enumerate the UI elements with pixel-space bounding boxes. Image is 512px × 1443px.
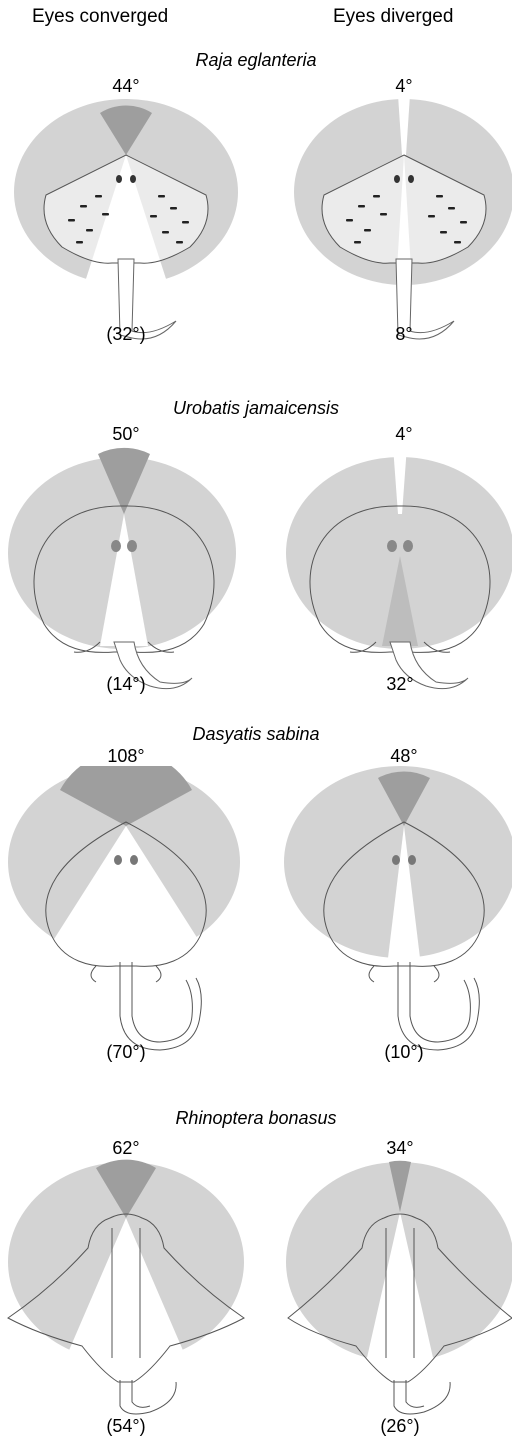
diverged-frontal-angle: 34° [360,1138,440,1159]
diverged-frontal-angle: 4° [364,76,444,97]
converged-rear-angle: (14°) [86,674,166,695]
species-name-dasyatis-sabina: Dasyatis sabina [0,724,512,745]
species-name-raja-eglanteria: Raja eglanteria [0,50,512,71]
diverged-frontal-angle: 48° [364,746,444,767]
header-eyes-converged: Eyes converged [32,6,168,28]
header-eyes-diverged: Eyes diverged [333,6,453,28]
species-name-rhinoptera-bonasus: Rhinoptera bonasus [0,1108,512,1129]
diagram-raja-eglanteria [0,95,512,340]
converged-frontal-angle: 108° [86,746,166,767]
diverged-rear-angle: 8° [364,324,444,345]
diagram-urobatis-jamaicensis [0,446,512,690]
converged-frontal-angle: 50° [86,424,166,445]
diverged-frontal-angle: 4° [364,424,444,445]
converged-rear-angle: (54°) [86,1416,166,1437]
converged-frontal-angle: 44° [86,76,166,97]
diverged-rear-angle: (10°) [364,1042,444,1063]
converged-rear-angle: (32°) [86,324,166,345]
converged-rear-angle: (70°) [86,1042,166,1063]
diverged-rear-angle: (26°) [360,1416,440,1437]
diverged-rear-angle: 32° [360,674,440,695]
diagram-rhinoptera-bonasus [0,1158,512,1420]
species-name-urobatis-jamaicensis: Urobatis jamaicensis [0,398,512,419]
converged-frontal-angle: 62° [86,1138,166,1159]
diagram-dasyatis-sabina [0,766,512,1058]
